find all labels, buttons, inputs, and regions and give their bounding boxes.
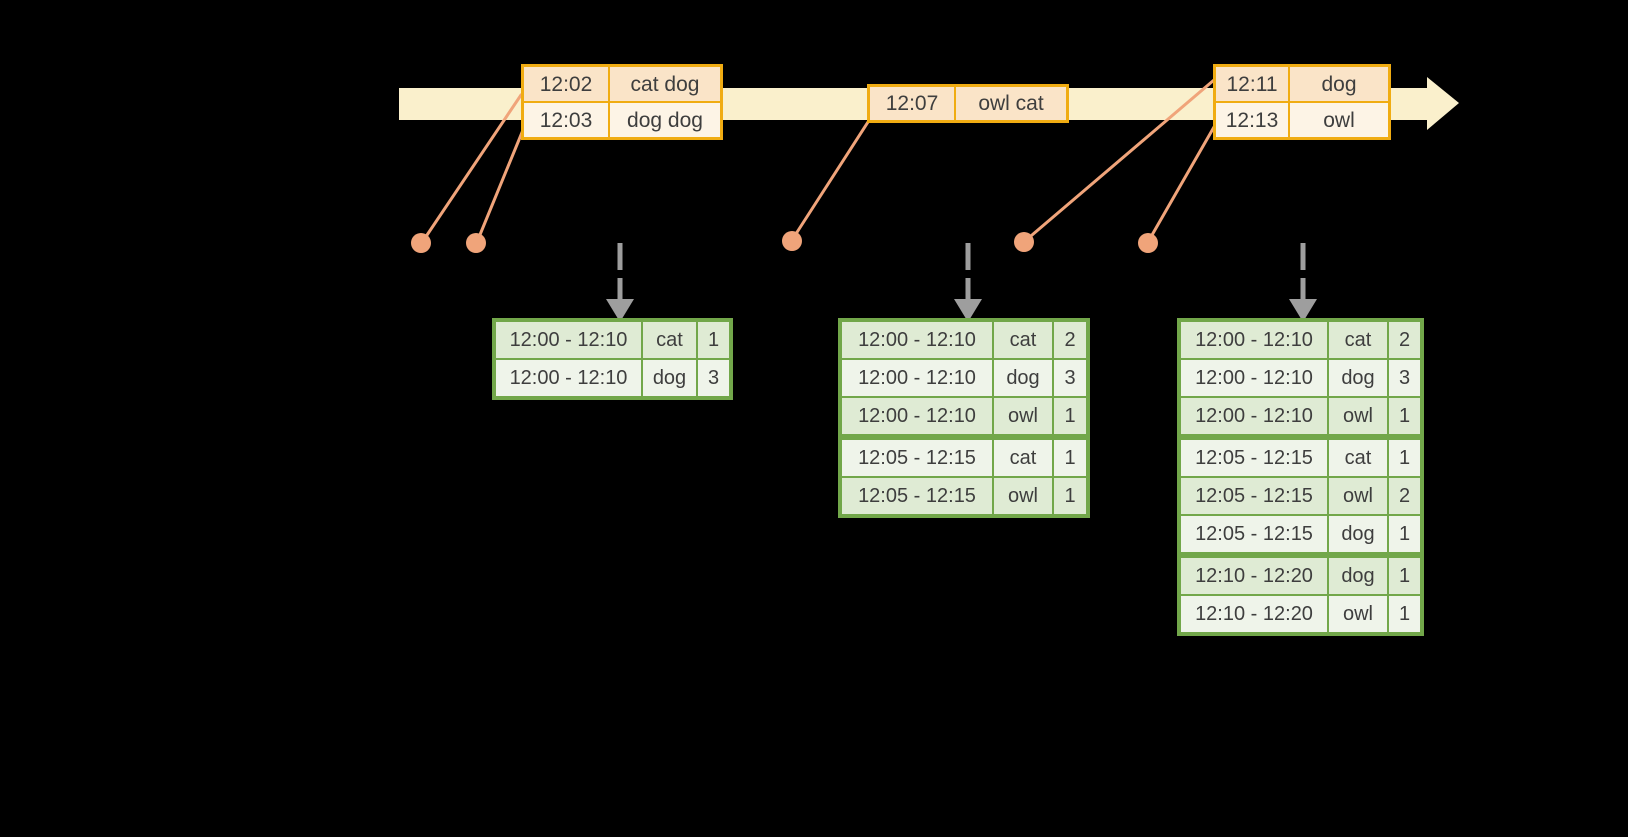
event-cell-words: cat dog xyxy=(610,67,720,101)
result-cell-word: cat xyxy=(1329,322,1387,358)
event-connector-line xyxy=(790,120,870,242)
result-cell-window: 12:00 - 12:10 xyxy=(842,322,992,358)
event-connector-line xyxy=(1023,78,1216,243)
result-cell-word: dog xyxy=(1329,516,1387,552)
result-cell-window: 12:05 - 12:15 xyxy=(842,440,992,476)
result-cell-word: owl xyxy=(1329,596,1387,632)
result-cell-count: 1 xyxy=(1389,558,1420,594)
result-cell-window: 12:05 - 12:15 xyxy=(842,478,992,514)
trigger-arrowhead xyxy=(1289,299,1317,322)
event-cell-words: dog xyxy=(1290,67,1388,101)
window-group-separator xyxy=(842,436,1086,438)
result-cell-window: 12:05 - 12:15 xyxy=(1181,516,1327,552)
result-cell-window: 12:00 - 12:10 xyxy=(842,360,992,396)
result-cell-window: 12:00 - 12:10 xyxy=(842,398,992,434)
result-cell-word: owl xyxy=(1329,398,1387,434)
result-cell-count: 1 xyxy=(1054,478,1086,514)
result-cell-window: 12:05 - 12:15 xyxy=(1181,440,1327,476)
result-cell-word: dog xyxy=(1329,360,1387,396)
event-cell-time: 12:13 xyxy=(1216,103,1288,137)
event-connector-line xyxy=(1146,125,1216,244)
result-cell-count: 3 xyxy=(698,360,729,396)
result-cell-count: 3 xyxy=(1389,360,1420,396)
event-cell-words: owl cat xyxy=(956,87,1066,120)
result-cell-window: 12:00 - 12:10 xyxy=(496,360,641,396)
result-cell-count: 1 xyxy=(1054,398,1086,434)
result-cell-count: 1 xyxy=(1389,440,1420,476)
result-cell-window: 12:00 - 12:10 xyxy=(1181,360,1327,396)
trigger-arrowhead xyxy=(954,299,982,322)
result-cell-word: dog xyxy=(994,360,1052,396)
result-cell-count: 2 xyxy=(1389,322,1420,358)
result-cell-count: 1 xyxy=(1389,596,1420,632)
event-cell-time: 12:07 xyxy=(870,87,954,120)
result-cell-word: cat xyxy=(1329,440,1387,476)
result-cell-word: cat xyxy=(994,440,1052,476)
event-cell-time: 12:11 xyxy=(1216,67,1288,101)
result-cell-word: cat xyxy=(994,322,1052,358)
result-cell-count: 1 xyxy=(698,322,729,358)
event-connector-line xyxy=(475,128,525,244)
trigger-arrowhead xyxy=(606,299,634,322)
event-dot xyxy=(411,233,431,253)
result-cell-window: 12:00 - 12:10 xyxy=(1181,322,1327,358)
timeline-arrowhead xyxy=(1427,77,1459,130)
result-cell-count: 1 xyxy=(1389,398,1420,434)
event-connector-line xyxy=(421,93,523,243)
result-cell-word: dog xyxy=(643,360,696,396)
event-dot xyxy=(466,233,486,253)
result-cell-count: 2 xyxy=(1389,478,1420,514)
event-cell-time: 12:03 xyxy=(524,103,608,137)
result-cell-window: 12:00 - 12:10 xyxy=(496,322,641,358)
result-cell-window: 12:00 - 12:10 xyxy=(1181,398,1327,434)
result-cell-window: 12:10 - 12:20 xyxy=(1181,558,1327,594)
result-cell-word: owl xyxy=(994,478,1052,514)
event-cell-words: dog dog xyxy=(610,103,720,137)
result-cell-word: cat xyxy=(643,322,696,358)
window-group-separator xyxy=(1181,554,1420,556)
event-cell-words: owl xyxy=(1290,103,1388,137)
event-dot xyxy=(1138,233,1158,253)
result-cell-count: 1 xyxy=(1054,440,1086,476)
result-cell-count: 3 xyxy=(1054,360,1086,396)
event-dot xyxy=(782,231,802,251)
result-cell-word: owl xyxy=(1329,478,1387,514)
result-cell-count: 2 xyxy=(1054,322,1086,358)
result-cell-window: 12:10 - 12:20 xyxy=(1181,596,1327,632)
event-dot xyxy=(1014,232,1034,252)
result-cell-word: owl xyxy=(994,398,1052,434)
result-cell-word: dog xyxy=(1329,558,1387,594)
result-cell-window: 12:05 - 12:15 xyxy=(1181,478,1327,514)
event-cell-time: 12:02 xyxy=(524,67,608,101)
result-cell-count: 1 xyxy=(1389,516,1420,552)
window-group-separator xyxy=(1181,436,1420,438)
